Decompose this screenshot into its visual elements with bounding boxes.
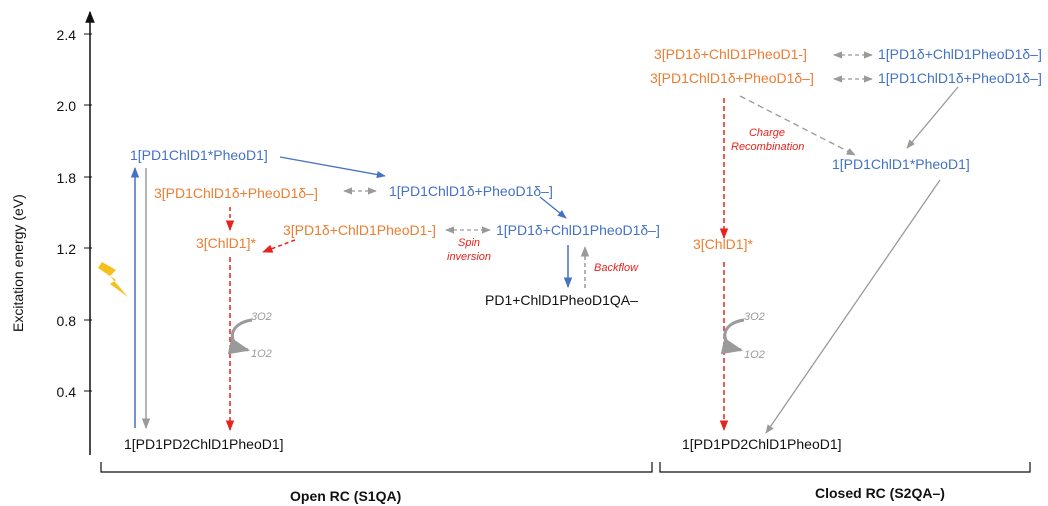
- open-rc-bracket: [100, 462, 653, 473]
- lightning-icon: [98, 262, 128, 297]
- closed-dashed-arrow: [739, 95, 856, 156]
- closed-triplet-chl: 3[ChlD1]*: [693, 236, 753, 252]
- o2-curve-closed: [720, 318, 745, 355]
- closed-singlet-excited: 1[PD1ChlD1*PheoD1]: [832, 156, 970, 172]
- closed-rc-label: Closed RC (S2QA–): [815, 485, 945, 501]
- tick-label: 0.4: [56, 384, 76, 400]
- closed-triplet-chl-pheo: 3[PD1ChlD1δ+PheoD1δ–]: [650, 70, 814, 86]
- tick-label: 0.8: [56, 313, 76, 329]
- red-arrow-b: [262, 239, 296, 253]
- tick-label: 1.2: [56, 241, 76, 257]
- closed-rc-bracket: [659, 462, 1031, 473]
- state-triplet-chl-pheo: 3[PD1ChlD1δ+PheoD1δ–]: [154, 185, 318, 201]
- closed-singlet-chl-pheo: 1[PD1ChlD1δ+PheoD1δ–]: [878, 70, 1042, 86]
- transfer-arrow-1: [279, 156, 386, 179]
- charge-recombination-label: Charge Recombination: [731, 127, 805, 153]
- state-ground-open: 1[PD1PD2ChlD1PheoD1]: [124, 436, 284, 452]
- closed-triplet-pd1-chl: 3[PD1δ+ChlD1PheoD1-]: [654, 46, 807, 62]
- o2-triplet-open: 3O2: [251, 311, 272, 323]
- state-triplet-chl: 3[ChlD1]*: [196, 235, 256, 251]
- state-triplet-pd1-chl: 3[PD1δ+ChlD1PheoD1-]: [283, 222, 436, 238]
- spin-inversion-label: Spin inversion: [447, 237, 492, 263]
- closed-long-arrow: [765, 179, 941, 434]
- o2-singlet-open: 1O2: [251, 348, 272, 360]
- state-radical-pair: PD1+ChlD1PheoD1QA–: [485, 292, 638, 308]
- transfer-arrow-2: [539, 196, 567, 219]
- open-rc-label: Open RC (S1QA): [290, 488, 402, 504]
- backflow-label: Backflow: [594, 262, 639, 274]
- tick-label: 2.4: [56, 27, 76, 43]
- o2-singlet-closed: 1O2: [744, 349, 765, 361]
- closed-solid-arrow: [906, 86, 959, 149]
- o2-curve-open: [227, 318, 253, 355]
- y-axis-label: Excitation energy (eV): [10, 194, 26, 332]
- y-ticks: [84, 33, 92, 392]
- o2-triplet-closed: 3O2: [744, 311, 765, 323]
- tick-label: 2.0: [56, 98, 76, 114]
- state-singlet-chl-pheo: 1[PD1ChlD1δ+PheoD1δ–]: [389, 183, 553, 199]
- state-ground-closed: 1[PD1PD2ChlD1PheoD1]: [682, 436, 842, 452]
- state-singlet-pd1-chl: 1[PD1δ+ChlD1PheoD1δ–]: [496, 222, 660, 238]
- state-singlet-excited: 1[PD1ChlD1*PheoD1]: [130, 147, 268, 163]
- closed-singlet-pd1-chl: 1[PD1δ+ChlD1PheoD1δ–]: [878, 46, 1042, 62]
- tick-label: 1.8: [56, 170, 76, 186]
